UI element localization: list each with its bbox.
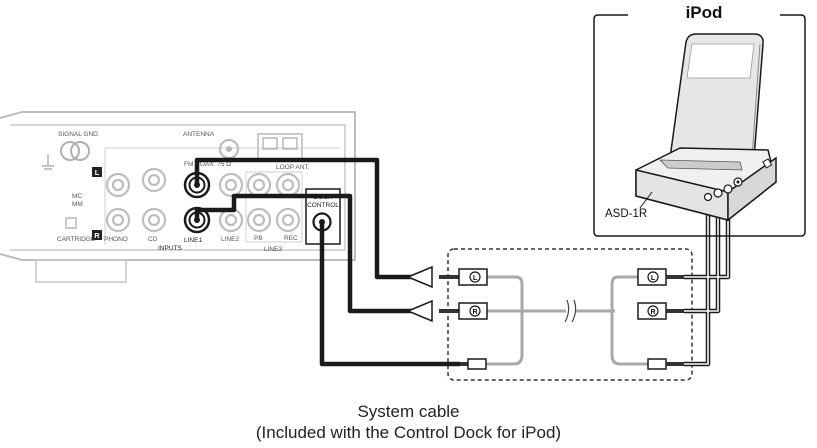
channel-l-badge <box>92 167 102 177</box>
plug-left-r-text: R <box>472 309 477 316</box>
system-cable-wires <box>484 275 648 366</box>
fm-coax-label: FM COAX. 75 Ω <box>184 161 231 168</box>
ipod-box: iPod ASD-1R <box>593 3 806 237</box>
cartridge-label: CARTRIDGE <box>57 236 96 243</box>
phono-label: PHONO <box>104 236 128 243</box>
rec-label: REC <box>284 235 298 242</box>
control-dock-asd1r <box>635 147 777 222</box>
plug-left-l-text: L <box>473 275 478 282</box>
receiver-cables <box>194 157 460 367</box>
signal-arrows <box>406 265 433 323</box>
mc-label: MC <box>72 193 82 200</box>
ipod-title: iPod <box>686 3 723 22</box>
plug-right-r: R <box>637 302 684 320</box>
channel-r-text: R <box>94 231 100 240</box>
dock-cables-highlight <box>684 194 729 365</box>
caption-line-1: System cable <box>357 402 460 421</box>
cartridge-switch <box>65 217 77 229</box>
cable-break-mark <box>564 299 577 323</box>
plug-right-l-text: L <box>651 275 656 282</box>
cd-label: CD <box>148 236 158 243</box>
signal-gnd-label: SIGNAL GND. <box>58 131 100 138</box>
line1-label: LINE1 <box>184 237 202 244</box>
plug-left-l: L <box>439 268 488 286</box>
ipod-device <box>669 33 764 159</box>
channel-l-text: L <box>95 168 100 177</box>
loop-antenna-terminal <box>257 133 303 161</box>
mm-label: MM <box>72 201 83 208</box>
antenna-label: ANTENNA <box>183 131 215 138</box>
plug-right-minijack <box>647 358 684 370</box>
plug-left-minijack <box>460 358 487 370</box>
plug-left-r: R <box>439 302 488 320</box>
rca-jacks-inactive <box>105 167 301 233</box>
system-cable-box <box>447 248 693 381</box>
dock-cables <box>684 194 731 367</box>
plug-right-r-text: R <box>650 309 655 316</box>
plug-right-l: L <box>637 268 684 286</box>
dock-control-label-2: CONTROL <box>307 202 339 209</box>
caption-line-2: (Included with the Control Dock for iPod… <box>255 423 562 442</box>
inputs-label: INPUTS <box>158 245 183 252</box>
line3-label: LINE3 <box>264 246 282 253</box>
signal-gnd-terminal <box>42 141 90 170</box>
loop-ant-label: LOOP ANT. <box>276 164 310 171</box>
dock-label: ASD-1R <box>605 208 647 220</box>
channel-r-badge <box>92 230 102 240</box>
pb-label: PB <box>254 235 263 242</box>
line2-label: LINE2 <box>221 236 239 243</box>
